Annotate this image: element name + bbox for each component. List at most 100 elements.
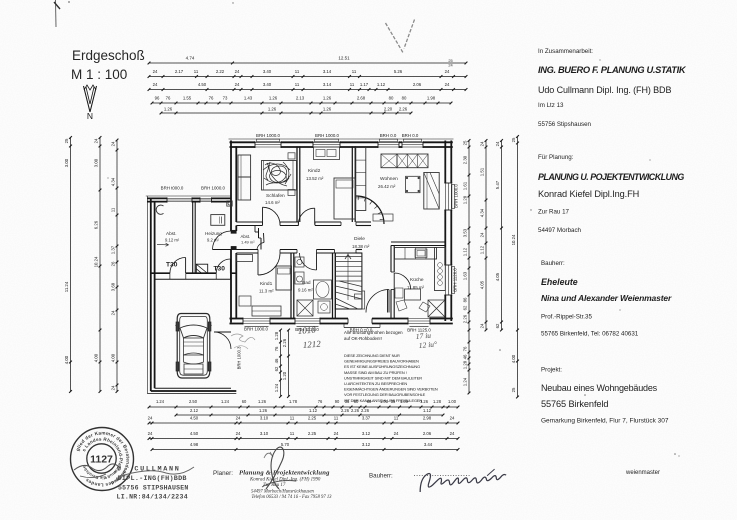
svg-text:BRH 1000.3: BRH 1000.3 <box>237 346 242 369</box>
svg-text:60: 60 <box>242 399 247 404</box>
svg-text:BRH 1000.0: BRH 1000.0 <box>454 183 459 207</box>
svg-text:1.43: 1.43 <box>244 95 253 100</box>
svg-text:Erdgeschoß: Erdgeschoß <box>72 48 145 63</box>
svg-text:Neubau eines Wohngebäudes: Neubau eines Wohngebäudes <box>541 383 658 393</box>
svg-text:11: 11 <box>194 69 199 74</box>
svg-text:80: 80 <box>354 399 359 404</box>
svg-text:24: 24 <box>495 141 500 146</box>
svg-text:BRH t000.0: BRH t000.0 <box>161 186 184 191</box>
svg-text:24: 24 <box>394 431 399 436</box>
svg-text:Schlafen: Schlafen <box>266 193 285 199</box>
svg-text:80: 80 <box>402 95 407 100</box>
svg-text:T30: T30 <box>214 266 226 273</box>
svg-text:2.06: 2.06 <box>413 82 422 87</box>
svg-text:76: 76 <box>274 346 279 351</box>
svg-text:1.26: 1.26 <box>164 107 173 112</box>
svg-text:BRH 1125.0: BRH 1125.0 <box>295 327 319 332</box>
svg-text:24: 24 <box>445 82 450 87</box>
svg-text:25: 25 <box>64 138 69 143</box>
svg-text:2.25: 2.25 <box>308 416 317 421</box>
svg-text:U. CULLMANN: U. CULLMANN <box>117 466 181 474</box>
svg-text:76: 76 <box>318 399 323 404</box>
svg-text:M 1 : 100: M 1 : 100 <box>71 67 127 82</box>
svg-text:Bad: Bad <box>302 280 311 286</box>
svg-text:11: 11 <box>334 416 339 421</box>
svg-text:2.26: 2.26 <box>351 408 360 413</box>
svg-text:1.26: 1.26 <box>258 399 267 404</box>
svg-text:12.51: 12.51 <box>338 56 350 61</box>
svg-text:1.28: 1.28 <box>463 360 468 369</box>
svg-text:11: 11 <box>111 207 116 212</box>
svg-text:1.26: 1.26 <box>268 107 277 112</box>
svg-text:55765 Birkenfeld: 55765 Birkenfeld <box>541 399 608 409</box>
svg-text:1.24: 1.24 <box>221 399 230 404</box>
svg-text:Wohnen: Wohnen <box>380 176 398 182</box>
svg-text:BRH 1000.0: BRH 1000.0 <box>201 186 225 191</box>
svg-text:Zur Rau 17: Zur Rau 17 <box>538 209 570 216</box>
svg-text:86: 86 <box>463 297 468 302</box>
svg-text:54497 Morbach: 54497 Morbach <box>538 227 582 234</box>
svg-text:62: 62 <box>495 323 500 328</box>
svg-text:3.44: 3.44 <box>424 442 433 447</box>
svg-text:1.09: 1.09 <box>400 399 409 404</box>
svg-text:4.34: 4.34 <box>111 177 116 186</box>
svg-text:4.05: 4.05 <box>495 272 500 281</box>
svg-text:55756 Stipshausen: 55756 Stipshausen <box>538 121 592 128</box>
svg-text:2.17: 2.17 <box>175 69 184 74</box>
svg-text:2.26: 2.26 <box>463 314 468 323</box>
svg-text:13.52 m²: 13.52 m² <box>306 176 324 181</box>
svg-text:24: 24 <box>450 431 455 436</box>
svg-text:35: 35 <box>345 399 350 404</box>
svg-text:1.26: 1.26 <box>323 95 332 100</box>
svg-text:11: 11 <box>394 416 399 421</box>
svg-text:T30: T30 <box>166 262 178 269</box>
svg-text:4.00: 4.00 <box>511 354 516 363</box>
svg-text:1.26: 1.26 <box>420 399 429 404</box>
svg-text:18.38 m²: 18.38 m² <box>352 244 370 249</box>
svg-text:11.85 m²: 11.85 m² <box>407 285 425 290</box>
svg-text:Diele: Diele <box>354 236 365 242</box>
svg-text:Alle Brüstungshöhen bezogen: Alle Brüstungshöhen bezogen <box>344 330 403 335</box>
svg-text:ES IST KEINE AUSFÜHRUNGSZEICHN: ES IST KEINE AUSFÜHRUNGSZEICHNUNG <box>344 364 420 369</box>
svg-text:1.28: 1.28 <box>463 195 468 204</box>
svg-text:1.12: 1.12 <box>463 247 468 256</box>
svg-text:3.40: 3.40 <box>263 82 272 87</box>
svg-text:24: 24 <box>334 431 339 436</box>
svg-text:10.24: 10.24 <box>94 256 99 267</box>
svg-text:BRH 1000.0: BRH 1000.0 <box>256 133 280 138</box>
svg-text:2.98: 2.98 <box>423 416 432 421</box>
svg-text:24: 24 <box>148 416 153 421</box>
svg-text:24: 24 <box>111 141 116 146</box>
svg-text:3.12: 3.12 <box>362 442 371 447</box>
svg-text:80: 80 <box>367 399 372 404</box>
svg-text:55756 STIPSHAUSEN: 55756 STIPSHAUSEN <box>118 485 189 492</box>
svg-text:1.17: 1.17 <box>360 82 369 87</box>
svg-text:LI.NR:84/134/2234: LI.NR:84/134/2234 <box>117 494 188 501</box>
svg-text:Für Planung:: Für Planung: <box>538 154 574 161</box>
svg-text:2.26: 2.26 <box>282 338 287 347</box>
svg-text:25: 25 <box>511 387 516 392</box>
svg-text:ING. BUERO F. PLANUNG U.STATIK: ING. BUERO F. PLANUNG U.STATIK <box>538 65 687 75</box>
svg-text:1127: 1127 <box>90 454 113 466</box>
svg-text:26: 26 <box>111 261 116 266</box>
svg-text:Konrad Kiefel Dipl.Ing.FH: Konrad Kiefel Dipl.Ing.FH <box>538 189 639 199</box>
svg-text:4.50: 4.50 <box>190 431 199 436</box>
svg-text:1.55: 1.55 <box>183 95 192 100</box>
svg-text:4.34: 4.34 <box>480 208 485 217</box>
svg-text:3.00: 3.00 <box>64 158 69 167</box>
svg-text:Telefon 06533 / 94 74 16 - Fax: Telefon 06533 / 94 74 16 - Fax 7958 97 1… <box>252 495 333 500</box>
svg-text:1.24: 1.24 <box>463 377 468 386</box>
svg-text:6.26: 6.26 <box>94 220 99 229</box>
svg-text:9.16 m²: 9.16 m² <box>298 288 313 293</box>
svg-text:73: 73 <box>223 95 228 100</box>
svg-text:Planung & Projektentwicklung: Planung & Projektentwicklung <box>239 470 330 477</box>
svg-text:4.05: 4.05 <box>480 280 485 289</box>
svg-text:4.00: 4.00 <box>111 353 116 362</box>
svg-text:2.22: 2.22 <box>216 69 225 74</box>
svg-text:Gemarkung Birkenfeld, Flur 7,: Gemarkung Birkenfeld, Flur 7, Flurstück … <box>541 418 669 425</box>
svg-text:24: 24 <box>148 431 153 436</box>
svg-text:Heizung: Heizung <box>205 231 222 236</box>
svg-text:1.12: 1.12 <box>309 408 318 413</box>
svg-text:Zur Rau 17: Zur Rau 17 <box>263 483 286 488</box>
svg-text:54497 Morbach/Hunsrückhausen: 54497 Morbach/Hunsrückhausen <box>251 489 315 494</box>
